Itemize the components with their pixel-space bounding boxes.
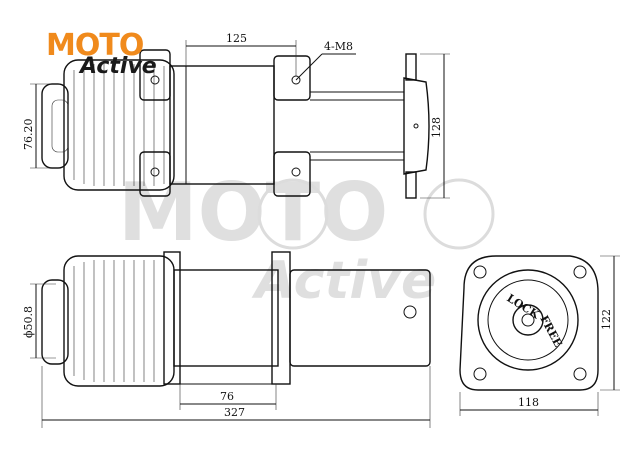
end-mount-hole bbox=[573, 265, 587, 279]
top-gearbox bbox=[403, 77, 430, 175]
front-drum bbox=[173, 269, 279, 367]
end-view: LOCK FREE 118 122 bbox=[459, 255, 620, 416]
dim-end-width: 118 bbox=[518, 396, 539, 409]
watermark-moto-text: MOTO bbox=[118, 166, 388, 259]
logo-moto-text: MOTO bbox=[46, 28, 144, 63]
bolt-hole bbox=[150, 167, 160, 177]
front-motor-body bbox=[63, 255, 175, 387]
front-gearbox bbox=[289, 269, 431, 367]
dim-bolt-spec: 4-M8 bbox=[324, 40, 353, 53]
top-gearbox-bolt-top bbox=[405, 53, 417, 81]
bolt-hole bbox=[291, 167, 301, 177]
logo-active-text: Active bbox=[80, 54, 157, 79]
front-motor-fins bbox=[73, 260, 165, 382]
end-mount-hole bbox=[573, 367, 587, 381]
top-gearbox-bolt-bottom bbox=[405, 171, 417, 199]
bolt-hole bbox=[150, 75, 160, 85]
dim-top-length: 125 bbox=[226, 32, 247, 45]
front-view: ϕ50.8 76 327 bbox=[22, 251, 431, 428]
top-motor-fins bbox=[73, 64, 165, 186]
dim-total-length: 327 bbox=[224, 406, 245, 419]
end-gear-ring bbox=[477, 269, 579, 371]
top-motor-cap-inner bbox=[51, 99, 69, 153]
moto-active-logo: MOTO Active bbox=[46, 28, 166, 84]
end-gear-ring-inner bbox=[487, 279, 569, 361]
top-view: 125 4-M8 76.20 128 bbox=[22, 32, 450, 199]
watermark-wheel-1 bbox=[257, 178, 329, 250]
dim-end-height: 122 bbox=[600, 309, 613, 330]
dim-foot-length: 76 bbox=[220, 390, 234, 403]
front-bracket-left bbox=[163, 251, 181, 385]
watermark-wheel-2 bbox=[423, 178, 495, 250]
watermark-active-text: Active bbox=[251, 251, 436, 311]
dim-motor-diameter: ϕ50.8 bbox=[22, 306, 35, 338]
top-motor-body bbox=[63, 59, 175, 191]
dim-side-height-right: 128 bbox=[430, 117, 443, 138]
end-housing bbox=[459, 255, 599, 391]
end-mount-hole bbox=[473, 265, 487, 279]
front-motor-cap bbox=[41, 279, 69, 365]
end-mount-hole bbox=[473, 367, 487, 381]
front-gearbox-knob bbox=[403, 305, 417, 319]
top-drum bbox=[169, 65, 275, 185]
dim-side-height-left: 76.20 bbox=[22, 119, 35, 151]
lever-free-label: FREE bbox=[537, 313, 564, 349]
end-hub bbox=[512, 304, 544, 336]
watermark: MOTO Active bbox=[118, 166, 495, 311]
